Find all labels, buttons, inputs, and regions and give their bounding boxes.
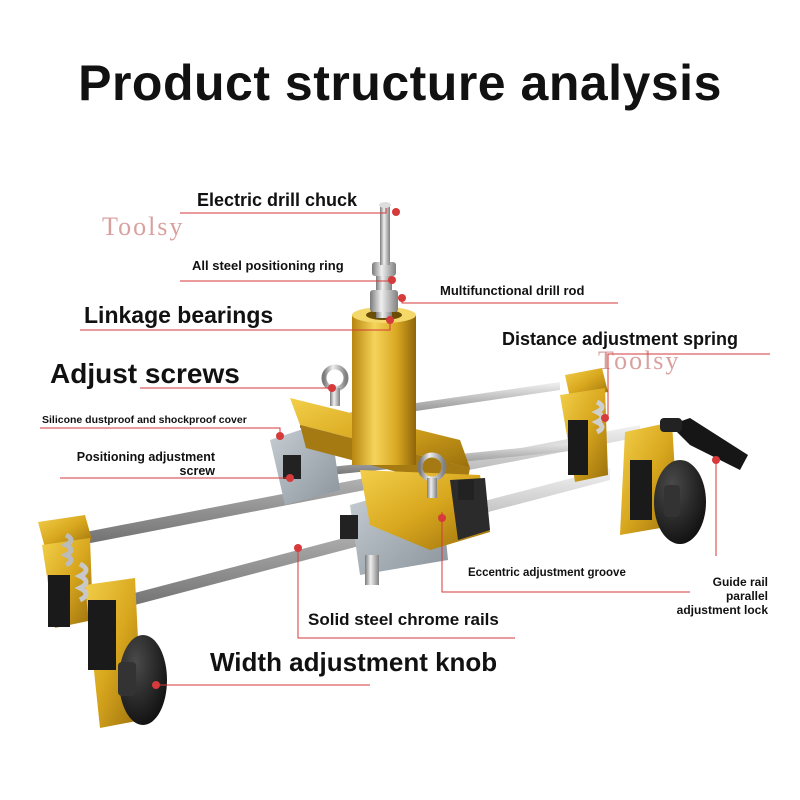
label-width-adjustment-knob: Width adjustment knob xyxy=(210,647,498,677)
guide-rail-lock-lever xyxy=(660,418,748,470)
label-solid-steel-chrome-rails: Solid steel chrome rails xyxy=(308,610,499,629)
label-line: parallel xyxy=(725,588,768,603)
leader-lines xyxy=(40,208,770,686)
label-positioning-adjustment-screw: Positioning adjustment screw xyxy=(60,450,215,479)
label-all-steel-positioning-ring: All steel positioning ring xyxy=(192,258,344,273)
label-silicone-cover: Silicone dustproof and shockproof cover xyxy=(42,414,247,426)
label-linkage-bearings: Linkage bearings xyxy=(84,302,274,328)
center-body xyxy=(270,202,490,585)
label-adjust-screws: Adjust screws xyxy=(50,358,240,389)
leader-dots xyxy=(152,208,720,689)
page-title: Product structure analysis xyxy=(78,55,722,111)
label-line: Positioning adjustment xyxy=(76,450,215,464)
label-line: adjustment lock xyxy=(676,602,768,617)
left-knob xyxy=(119,635,167,725)
watermark: Toolsy xyxy=(598,346,681,375)
label-guide-rail-lock: Guide rail parallel adjustment lock xyxy=(640,575,768,617)
label-line: screw xyxy=(179,464,215,479)
watermark: Toolsy xyxy=(102,212,185,241)
label-line: Guide rail xyxy=(712,575,768,589)
label-distance-adjustment-spring: Distance adjustment spring xyxy=(502,329,739,349)
label-electric-drill-chuck: Electric drill chuck xyxy=(197,190,358,210)
label-eccentric-adjustment-groove: Eccentric adjustment groove xyxy=(468,567,626,579)
label-multifunctional-drill-rod: Multifunctional drill rod xyxy=(440,283,585,298)
